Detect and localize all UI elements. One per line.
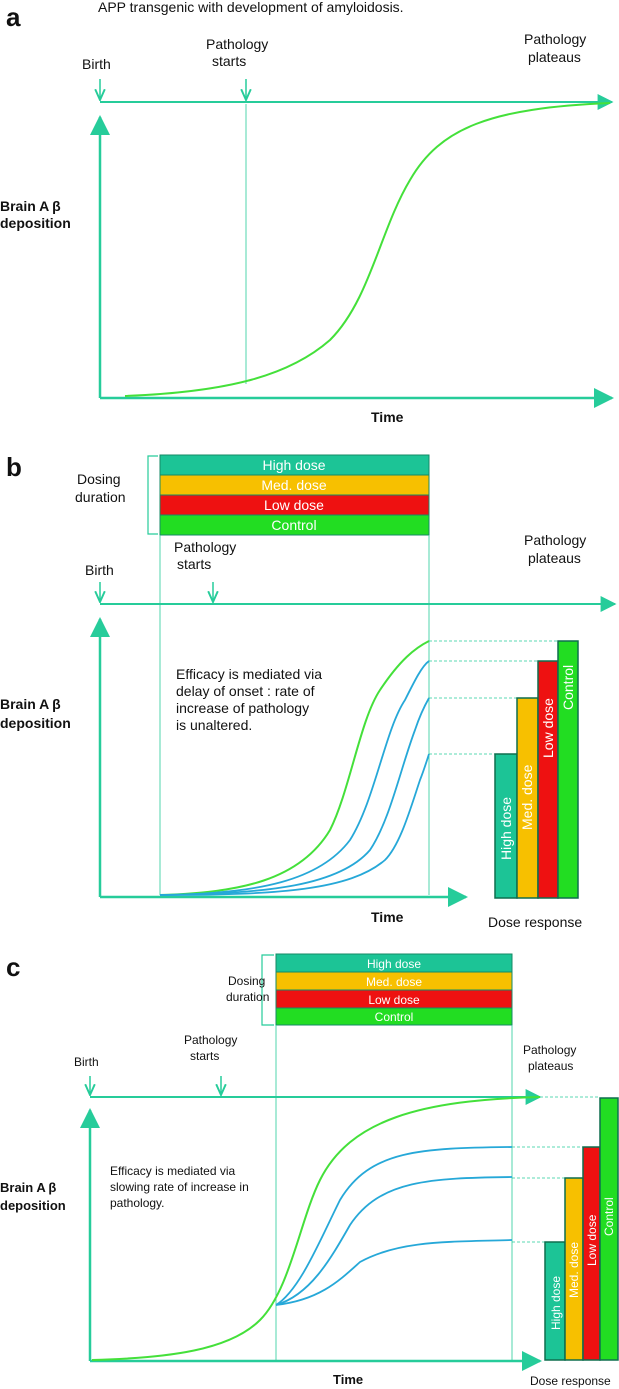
note-b-1: Efficacy is mediated via bbox=[176, 666, 322, 682]
dose-row-control-label-c: Control bbox=[375, 1010, 414, 1024]
dose-row-control-c bbox=[275, 1007, 513, 1026]
pathology-plateaus-label-c-1: Pathology bbox=[523, 1043, 576, 1057]
bar-control-c bbox=[599, 1097, 619, 1361]
dosing-label-c-2: duration bbox=[226, 990, 269, 1004]
ylabel-a-2: deposition bbox=[0, 215, 71, 231]
bar-med-label-c: Med. dose bbox=[567, 1242, 581, 1298]
dose-row-control-b bbox=[159, 514, 430, 536]
pathology-starts-label-b-2: starts bbox=[177, 556, 211, 572]
dose-row-med-label-b: Med. dose bbox=[261, 477, 327, 493]
ylabel-c-2: deposition bbox=[0, 1198, 66, 1213]
control-curve-b bbox=[159, 640, 430, 896]
bar-control-label-b: Control bbox=[560, 665, 576, 710]
panel-b: b Dosing duration High dose Med. dose Lo… bbox=[0, 452, 617, 930]
pathology-plateaus-label-b-1: Pathology bbox=[524, 532, 586, 548]
panel-letter-c: c bbox=[6, 952, 20, 982]
note-b-3: increase of pathology bbox=[176, 700, 309, 716]
dosing-label-c-1: Dosing bbox=[228, 974, 265, 988]
high-dose-curve-c bbox=[275, 1239, 513, 1306]
bar-control-b bbox=[557, 640, 579, 899]
note-c-3: pathology. bbox=[110, 1196, 165, 1210]
dose-row-control-label-b: Control bbox=[271, 517, 316, 533]
bar-low-label-c: Low dose bbox=[585, 1214, 599, 1266]
dose-response-label-c: Dose response bbox=[530, 1374, 611, 1388]
high-dose-curve-b bbox=[159, 753, 430, 896]
dose-row-low-label-c: Low dose bbox=[368, 993, 420, 1007]
pathology-starts-label-b-1: Pathology bbox=[174, 539, 236, 555]
birth-label-c: Birth bbox=[74, 1055, 99, 1069]
med-dose-curve-b bbox=[159, 697, 430, 896]
ylabel-a-1: Brain A β bbox=[0, 198, 61, 214]
dosing-bracket-b bbox=[147, 455, 158, 535]
bar-low-label-b: Low dose bbox=[540, 698, 556, 758]
ylabel-b-1: Brain A β bbox=[0, 696, 61, 712]
birth-label-b: Birth bbox=[85, 562, 114, 578]
dose-response-label-b: Dose response bbox=[488, 914, 582, 930]
panel-c: c Dosing duration High dose Med. dose Lo… bbox=[0, 952, 619, 1388]
panel-letter-b: b bbox=[6, 452, 22, 482]
dosing-bracket-c bbox=[261, 954, 274, 1026]
xlabel-b: Time bbox=[371, 909, 404, 925]
panel-a: a APP transgenic with development of amy… bbox=[0, 0, 614, 425]
note-b-4: is unaltered. bbox=[176, 717, 252, 733]
ylabel-b-2: deposition bbox=[0, 715, 71, 731]
pathology-starts-label-a-1: Pathology bbox=[206, 36, 268, 52]
dose-row-low-label-b: Low dose bbox=[264, 497, 324, 513]
pathology-plateaus-label-a-1: Pathology bbox=[524, 31, 586, 47]
pathology-starts-label-c-1: Pathology bbox=[184, 1033, 237, 1047]
control-curve-c bbox=[91, 1096, 541, 1361]
bar-med-label-b: Med. dose bbox=[519, 764, 535, 830]
birth-label-a: Birth bbox=[82, 56, 111, 72]
pathology-plateaus-label-b-2: plateaus bbox=[528, 550, 581, 566]
bar-high-label-c: High dose bbox=[549, 1276, 563, 1330]
pathology-starts-label-a-2: starts bbox=[212, 53, 246, 69]
sigmoid-curve-a bbox=[124, 102, 611, 397]
xlabel-a: Time bbox=[371, 409, 404, 425]
note-c-2: slowing rate of increase in bbox=[110, 1180, 249, 1194]
med-dose-curve-c bbox=[275, 1176, 513, 1306]
dose-row-high-label-b: High dose bbox=[262, 457, 325, 473]
low-dose-curve-c bbox=[275, 1146, 513, 1306]
panel-letter-a: a bbox=[6, 2, 21, 32]
pathology-plateaus-label-a-2: plateaus bbox=[528, 49, 581, 65]
ylabel-c-1: Brain A β bbox=[0, 1180, 56, 1195]
dose-row-med-label-c: Med. dose bbox=[366, 975, 422, 989]
note-b-2: delay of onset : rate of bbox=[176, 683, 315, 699]
bar-control-label-c: Control bbox=[602, 1197, 616, 1236]
dosing-label-b-1: Dosing bbox=[77, 471, 121, 487]
xlabel-c: Time bbox=[333, 1372, 363, 1387]
dosing-label-b-2: duration bbox=[75, 489, 126, 505]
pathology-plateaus-label-c-2: plateaus bbox=[528, 1059, 573, 1073]
bar-high-label-b: High dose bbox=[498, 797, 514, 860]
note-c-1: Efficacy is mediated via bbox=[110, 1164, 235, 1178]
header-text: APP transgenic with development of amylo… bbox=[98, 0, 404, 15]
dose-row-high-label-c: High dose bbox=[367, 957, 421, 971]
pathology-starts-label-c-2: starts bbox=[190, 1049, 219, 1063]
bar-low-b bbox=[537, 660, 559, 899]
low-dose-curve-b bbox=[159, 660, 430, 896]
